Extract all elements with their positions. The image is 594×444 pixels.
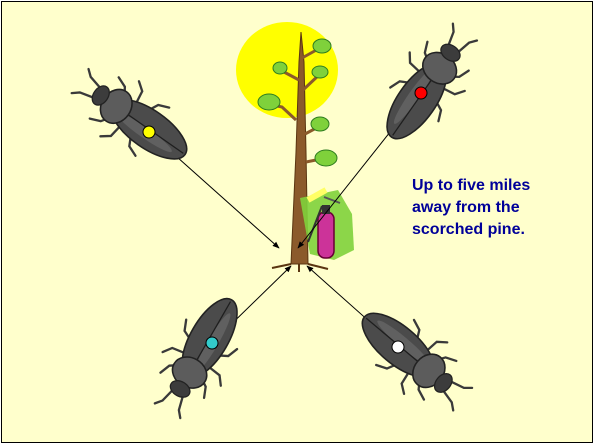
beetle-icon xyxy=(343,291,484,425)
beetle-marker-dot xyxy=(392,341,404,353)
beetle-top-right xyxy=(364,13,493,156)
caption-text: Up to five miles away from the scorched … xyxy=(412,175,582,241)
arrows xyxy=(149,93,421,347)
caption-line-1: Up to five miles xyxy=(412,175,582,197)
caption-line-2: away from the xyxy=(412,197,582,219)
caption-line-3: scorched pine. xyxy=(412,219,582,241)
beetle-marker-dot xyxy=(206,337,218,349)
beetle-bottom-right xyxy=(343,291,484,425)
beetle-marker-dot xyxy=(143,126,155,138)
beetle-bottom-left xyxy=(138,283,260,428)
beetle-icon xyxy=(138,283,260,428)
beetle-marker-dot xyxy=(415,87,427,99)
beetle-icon xyxy=(364,13,493,156)
